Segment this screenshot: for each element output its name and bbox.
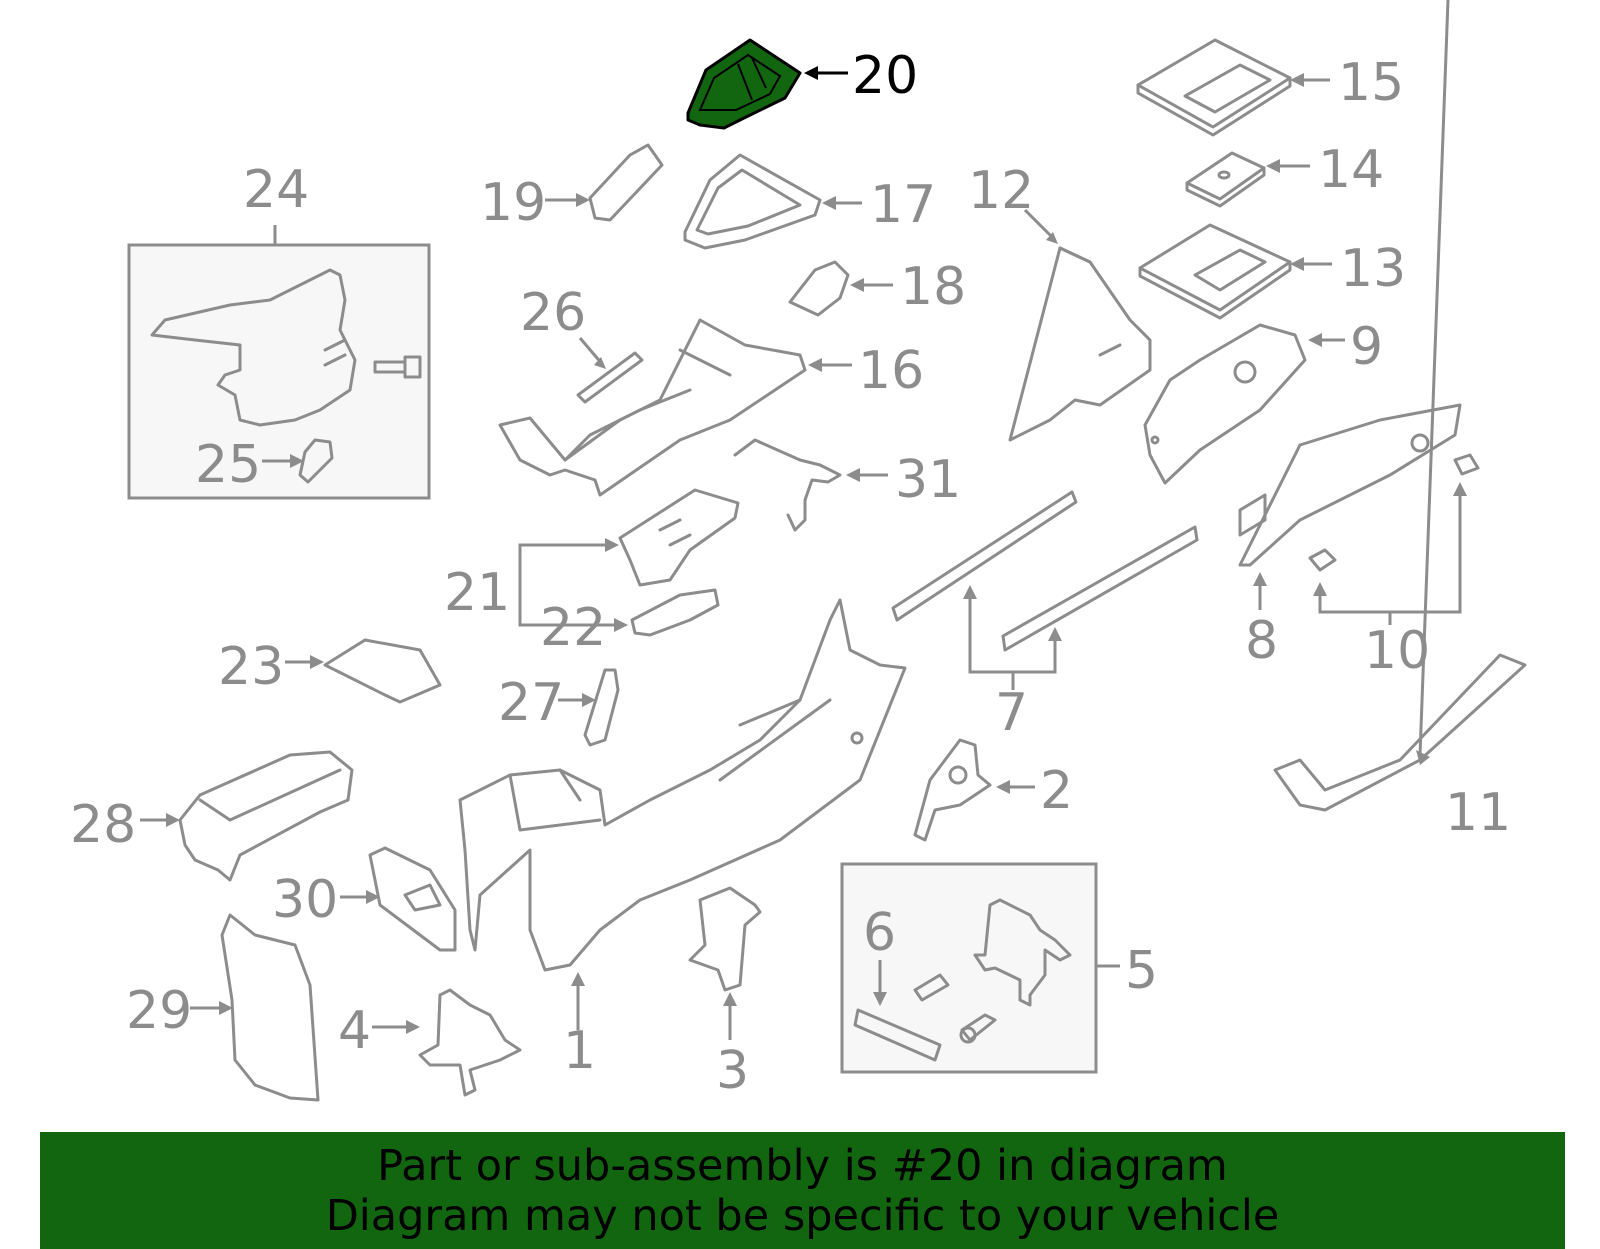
part-31-cable[interactable] [733,438,842,532]
callout-12: 12 [968,161,1034,221]
part-8-side-cover[interactable] [1238,403,1462,567]
callout-31: 31 [895,450,961,510]
part-3-bracket[interactable] [688,886,762,992]
banner-line-1: Part or sub-assembly is #20 in diagram [377,1140,1228,1191]
part-24-brake-lever[interactable] [150,268,357,427]
part-27-trim[interactable] [583,668,620,747]
callout-1: 1 [563,1021,596,1081]
callout-21: 21 [444,563,510,623]
part-1-console-body[interactable] [458,598,907,972]
arrowhead-20 [804,66,818,80]
part-4-bracket[interactable] [418,988,522,1097]
banner-line-2: Diagram may not be specific to your vehi… [325,1190,1280,1241]
part-5-pin[interactable] [959,1013,997,1044]
callout-29: 29 [126,981,192,1041]
callout-28: 28 [70,795,136,855]
callout-18: 18 [900,257,966,317]
part-5-bracket[interactable] [973,898,1072,1007]
part-29-panel[interactable] [220,913,320,1102]
callout-13: 13 [1340,239,1406,299]
part-15-mat[interactable] [1136,38,1292,137]
part-21-cupholder[interactable] [618,488,740,587]
part-30-panel[interactable] [368,846,457,952]
callout-3: 3 [716,1041,749,1101]
part-7-strips[interactable] [891,490,1199,652]
callout-17: 17 [870,175,936,235]
part-16-console-upper[interactable] [498,318,807,497]
callout-6: 6 [863,903,896,963]
callout-5: 5 [1125,941,1158,1001]
callout-14: 14 [1318,140,1384,200]
part-22-cupholder-insert[interactable] [630,588,720,637]
info-banner: Part or sub-assembly is #20 in diagram D… [40,1132,1565,1249]
part-5-screw[interactable] [913,973,950,1002]
part-18-bracket[interactable] [788,260,850,317]
part-9-side-panel[interactable] [1143,323,1307,485]
part-12-side-trim[interactable] [1008,246,1152,442]
callout-23: 23 [218,637,284,697]
part-14-pad[interactable] [1185,151,1266,208]
part-2-bracket[interactable] [913,738,992,842]
part-6-trim[interactable] [853,1008,942,1062]
part-24-bolt[interactable] [373,355,422,379]
callout-24: 24 [243,160,309,220]
callout-16: 16 [858,341,924,401]
part-28-armrest[interactable] [178,750,354,882]
part-25-clip[interactable] [298,438,334,484]
part-20-shift-bezel[interactable] [686,38,802,130]
callout-4: 4 [338,1001,371,1061]
callout-2: 2 [1040,761,1073,821]
callout-7: 7 [995,683,1028,743]
part-11-sill[interactable] [1273,653,1527,812]
part-17-cover[interactable] [683,153,822,250]
callout-11: 11 [1445,783,1511,843]
part-23-pad[interactable] [323,638,442,704]
callout-30: 30 [272,870,338,930]
callout-19: 19 [480,173,546,233]
part-13-tray[interactable] [1138,223,1292,320]
part-10-clips[interactable] [1308,453,1480,572]
callout-20: 20 [852,46,918,106]
callout-22: 22 [540,598,606,658]
callout-8: 8 [1245,611,1278,671]
callout-27: 27 [498,673,564,733]
callout-26: 26 [520,283,586,343]
callout-9: 9 [1350,317,1383,377]
callout-15: 15 [1338,53,1404,113]
part-19-clip[interactable] [588,143,664,222]
part-26-strip[interactable] [576,351,644,404]
callout-25: 25 [195,435,261,495]
callout-10: 10 [1364,621,1430,681]
